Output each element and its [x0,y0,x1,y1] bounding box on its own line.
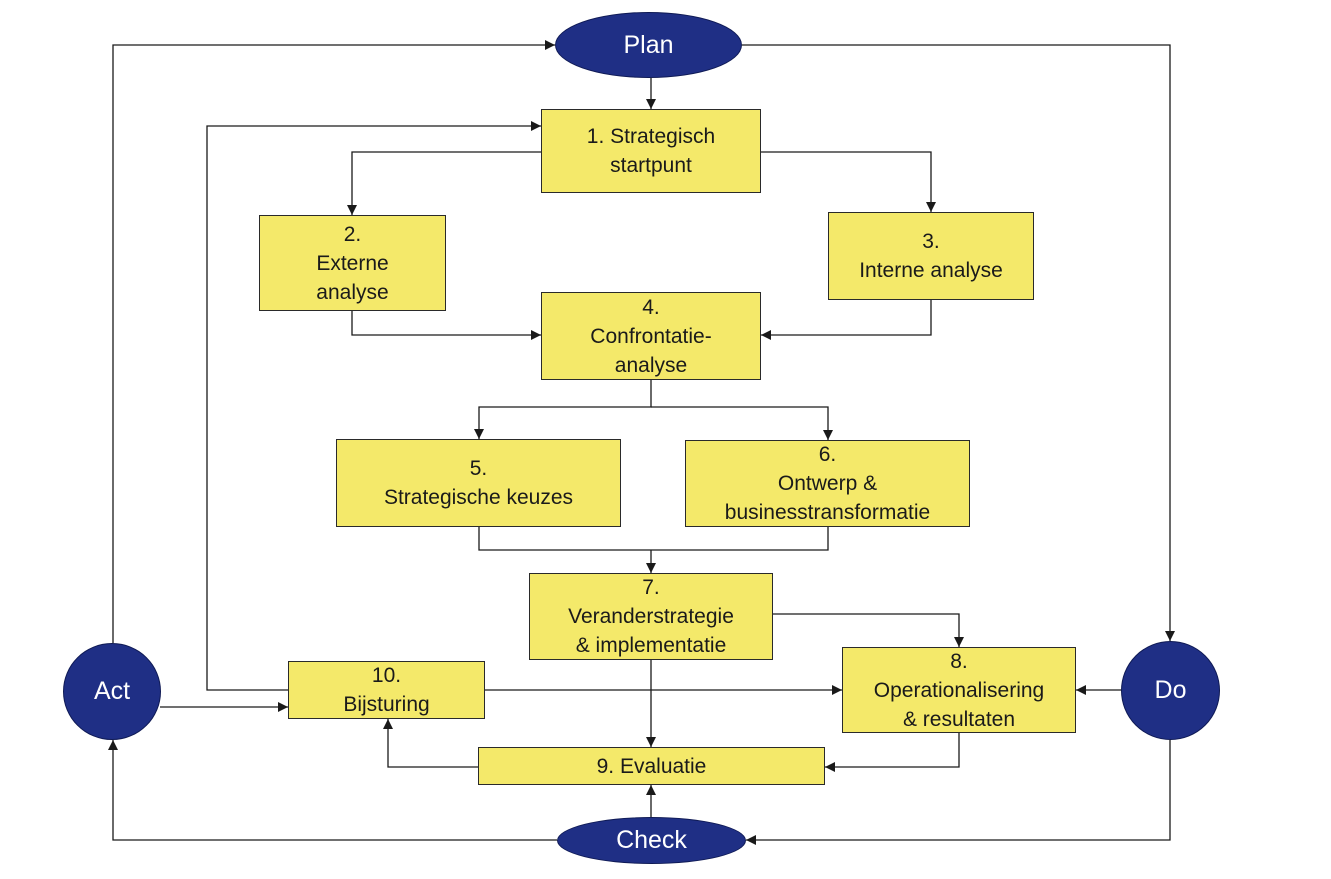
step4-box: 4. Confrontatie- analyse [541,292,761,380]
check-node: Check [557,817,746,864]
step7-line1: 7. [642,576,660,599]
step5-box: 5. Strategische keuzes [336,439,621,527]
arrow-step2-to-step4 [351,311,541,340]
step1-box: 1. Strategisch startpunt [541,109,761,193]
arrow-step10-to-step1 [206,121,541,691]
step8-line1: 8. [950,649,968,673]
arrow-step4-to-step6 [651,406,833,440]
step5-line2: Strategische keuzes [383,486,574,509]
step4-line2: Confrontatie- [590,324,712,348]
step6-line1: 6. [818,443,837,466]
step10-line1: 10. [371,664,402,687]
step8-line2: Operationalisering [873,678,1045,702]
step4-line3: analyse [614,353,688,377]
plan-node: Plan [555,12,742,78]
step9-line1: 9. Evaluatie [596,754,707,778]
arrow-step9-to-step10 [383,719,478,768]
step8-line3: & resultaten [902,707,1016,731]
step6-line2: Ontwerp & [777,472,878,495]
act-label: Act [93,677,131,705]
step8-box: 8. Operationalisering & resultaten [842,647,1076,733]
step1-line2: startpunt [610,154,692,177]
step7-line2: Veranderstrategie [568,605,734,628]
do-label: Do [1154,676,1187,704]
arrow-act-to-plan [112,40,555,643]
step10-line2: Bijsturing [343,693,430,716]
arrow-step1-to-step3 [761,151,936,212]
line-step5-6-merge [478,527,829,551]
step2-box: 2. Externe analyse [259,215,446,311]
step3-box: 3. Interne analyse [828,212,1034,300]
step1-line1: 1. Strategisch [586,125,716,148]
step9-box: 9. Evaluatie [478,747,825,785]
step4-line1: 4. [642,295,660,319]
arrow-step1-to-step2 [347,151,541,215]
arrow-do-to-check [746,740,1171,845]
act-node: Act [63,643,161,740]
arrow-plan-to-do [742,44,1175,641]
step3-line2: Interne analyse [859,259,1003,282]
arrow-step7-to-step8 [773,613,964,647]
step2-line1: 2. [343,222,362,246]
step2-line2: Externe [316,251,389,275]
line-step4-split [474,380,652,439]
step6-line3: businesstransformatie [724,501,931,524]
check-label: Check [616,826,687,854]
do-node: Do [1121,641,1220,740]
step7-line3: & implementatie [575,634,727,657]
arrow-step3-to-step4 [761,300,932,340]
step7-box: 7. Veranderstrategie & implementatie [529,573,773,660]
step2-line3: analyse [316,280,389,304]
arrow-check-to-act [108,740,557,841]
step6-box: 6. Ontwerp & businesstransformatie [685,440,970,527]
step5-line1: 5. [469,457,488,480]
plan-label: Plan [623,30,674,59]
step10-box: 10. Bijsturing [288,661,485,719]
step3-line1: 3. [922,230,940,253]
arrow-step8-to-step9 [825,733,960,772]
